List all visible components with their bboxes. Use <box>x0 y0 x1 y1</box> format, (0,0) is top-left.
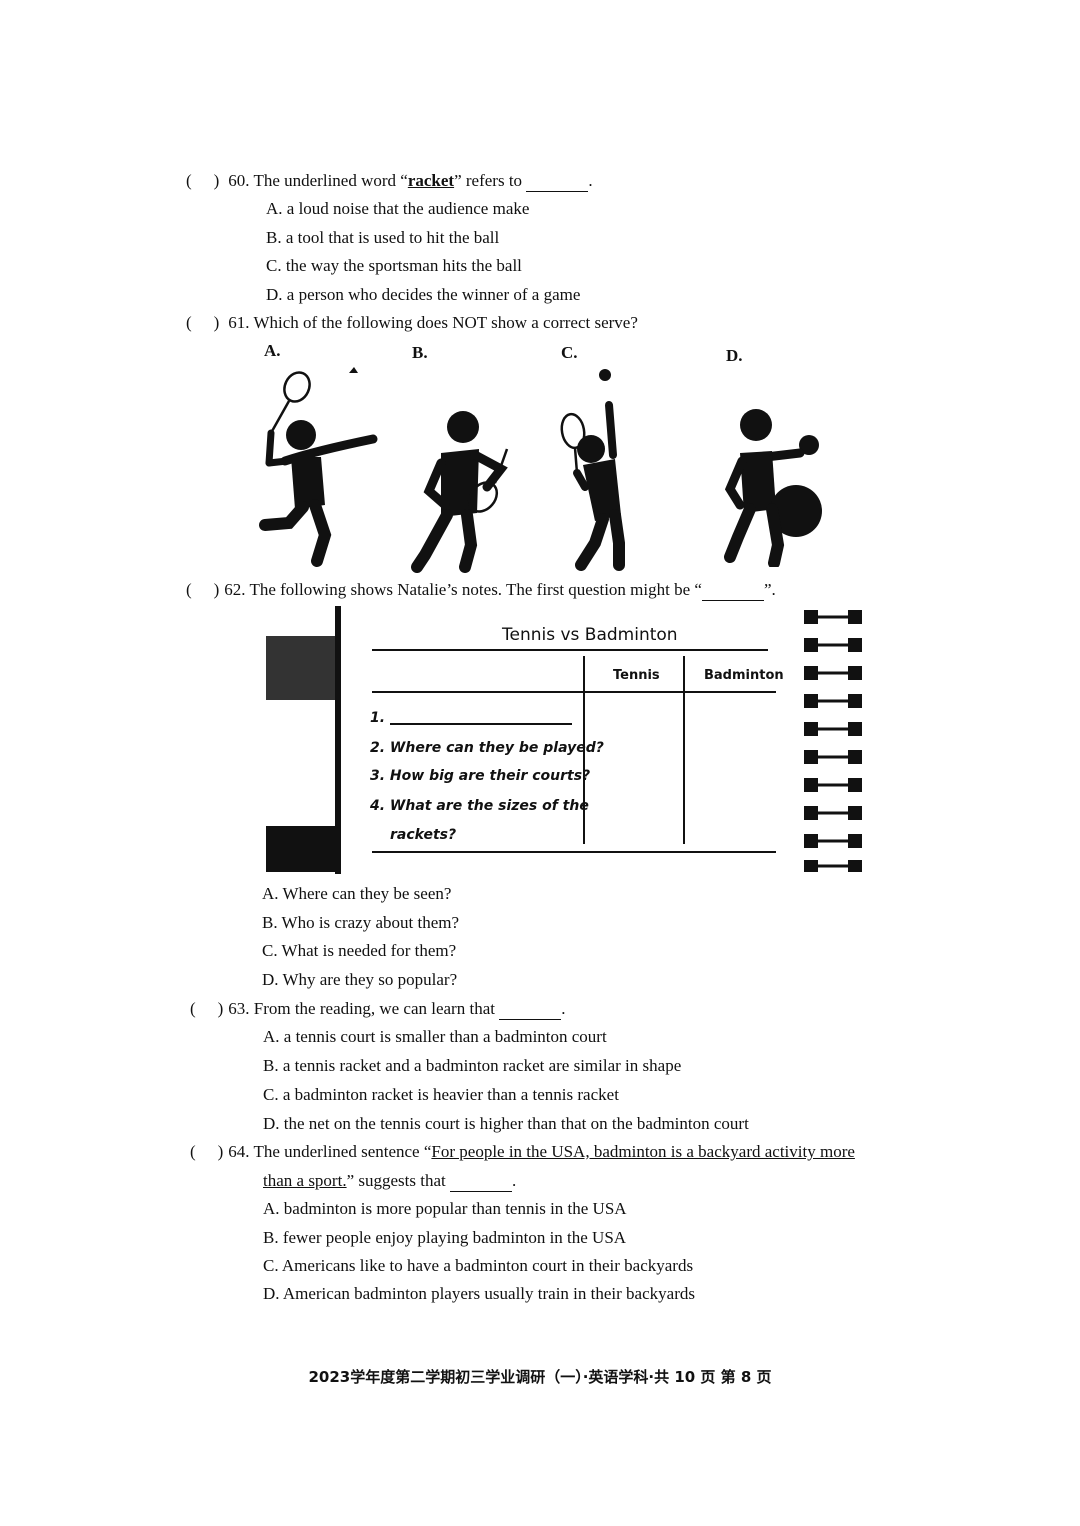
option-b: B. a tool that is used to hit the ball <box>266 228 500 247</box>
notes-question-1: 1. <box>370 710 386 726</box>
question-63: () 63. From the reading, we can learn th… <box>190 998 950 1020</box>
period: . <box>511 1171 517 1190</box>
answer-paren-close: ) <box>213 580 220 599</box>
notes-figure <box>266 606 862 874</box>
page-footer: 2023学年度第二学期初三学业调研（一）·英语学科·共 10 页 第 8 页 <box>308 1368 772 1386</box>
answer-blank <box>449 1173 512 1192</box>
question-number: 61. <box>228 313 250 332</box>
notes-question-3: 3. How big are their courts? <box>370 768 591 784</box>
option-d: D. a person who decides the winner of a … <box>266 285 581 304</box>
answer-blank <box>526 173 589 192</box>
question-stem-end: ”. <box>763 580 776 599</box>
answer-paren-close: ) <box>217 1142 224 1161</box>
question-62: () 62. The following shows Natalie’s not… <box>186 579 946 601</box>
picture-label-b: B. <box>412 343 428 362</box>
option-b: B. fewer people enjoy playing badminton … <box>263 1228 627 1247</box>
notes-question-2: 2. Where can they be played? <box>370 740 604 756</box>
question-stem: From the reading, we can learn that <box>253 999 495 1018</box>
question-stem-end: ” refers to <box>454 171 523 190</box>
option-c: C. Americans like to have a badminton co… <box>263 1256 694 1275</box>
underlined-sentence: For people in the USA, badminton is a ba… <box>431 1142 855 1161</box>
option-d: D. American badminton players usually tr… <box>263 1284 695 1303</box>
answer-paren-open: ( <box>186 313 192 332</box>
answer-paren-open: ( <box>186 580 192 599</box>
answer-blank <box>499 1001 562 1020</box>
picture-label-a: A. <box>264 341 281 360</box>
option-c: C. What is needed for them? <box>262 941 457 960</box>
option-d: D. the net on the tennis court is higher… <box>263 1114 749 1133</box>
question-number: 64. <box>228 1142 250 1161</box>
question-stem-end: ” suggests that <box>346 1171 446 1190</box>
option-b: B. Who is crazy about them? <box>262 913 460 932</box>
period: . <box>561 999 566 1018</box>
notes-title: Tennis vs Badminton <box>502 625 678 645</box>
option-a: A. a tennis court is smaller than a badm… <box>263 1027 607 1046</box>
picture-label-d: D. <box>726 346 743 365</box>
notes-question-4: 4. What are the sizes of the <box>370 798 589 814</box>
option-b: B. a tennis racket and a badminton racke… <box>263 1056 682 1075</box>
question-number: 62. <box>224 580 246 599</box>
underlined-word: racket <box>407 171 455 190</box>
option-a: A. badminton is more popular than tennis… <box>263 1199 627 1218</box>
question-stem: The underlined sentence “ <box>253 1142 432 1161</box>
serve-figure-b-icon <box>411 411 509 573</box>
option-d: D. Why are they so popular? <box>262 970 458 989</box>
question-number: 63. <box>228 999 250 1018</box>
underlined-sentence-cont: than a sport. <box>263 1171 347 1190</box>
option-a: A. a loud noise that the audience make <box>266 199 530 218</box>
notes-col-badminton: Badminton <box>704 668 784 683</box>
picture-label-c: C. <box>561 343 578 362</box>
option-c: C. the way the sportsman hits the ball <box>266 256 522 275</box>
option-a: A. Where can they be seen? <box>262 884 452 903</box>
question-61: () 61. Which of the following does NOT s… <box>186 312 946 334</box>
answer-paren-close: ) <box>213 313 220 332</box>
notes-question-4-cont: rackets? <box>390 827 457 843</box>
notes-col-tennis: Tennis <box>613 668 660 683</box>
option-c: C. a badminton racket is heavier than a … <box>263 1085 619 1104</box>
question-60: () 60. The underlined word “racket” refe… <box>186 170 946 192</box>
answer-paren-open: ( <box>190 999 196 1018</box>
question-64-cont: than a sport.” suggests that . <box>263 1170 516 1192</box>
answer-blank <box>701 582 764 601</box>
spiral-binding-icon <box>804 610 862 872</box>
answer-paren-close: ) <box>217 999 224 1018</box>
question-stem: The underlined word “ <box>253 171 408 190</box>
question-stem: Which of the following does NOT show a c… <box>253 313 638 332</box>
question-number: 60. <box>228 171 250 190</box>
question-64: () 64. The underlined sentence “For peop… <box>190 1141 950 1163</box>
serve-figure-d-icon <box>724 409 822 567</box>
answer-paren-close: ) <box>213 171 220 190</box>
answer-paren-open: ( <box>190 1142 196 1161</box>
answer-paren-open: ( <box>186 171 192 190</box>
question-stem: The following shows Natalie’s notes. The… <box>249 580 702 599</box>
serve-figure-c-icon <box>560 369 625 571</box>
serve-figure-a-icon <box>259 367 378 567</box>
period: . <box>588 171 593 190</box>
